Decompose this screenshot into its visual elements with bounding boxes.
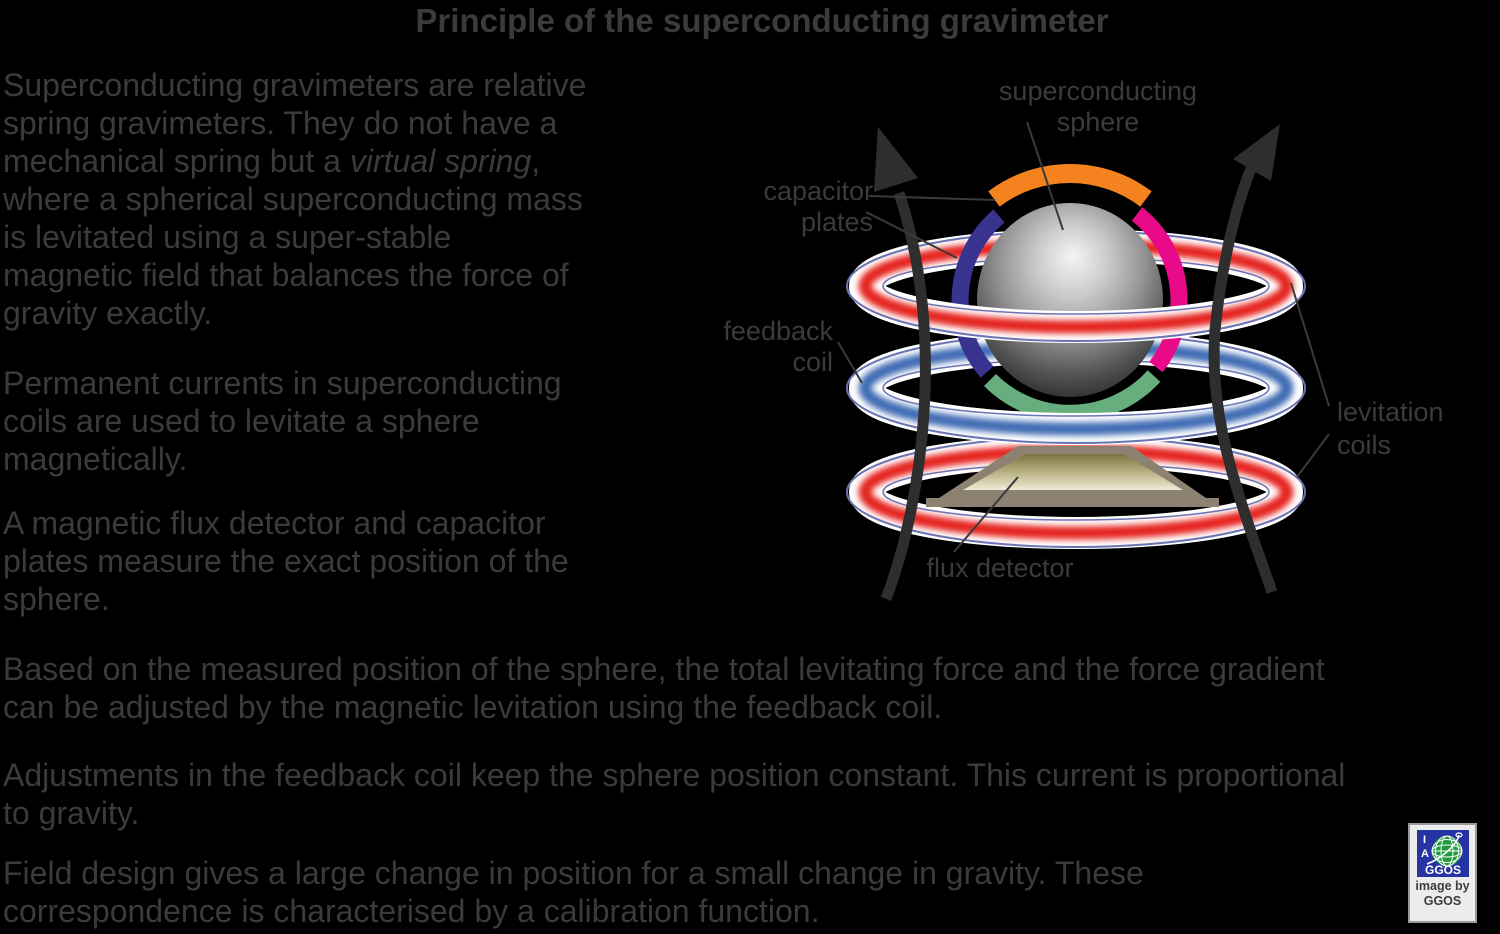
- pointer-capacitor-left: [865, 211, 958, 259]
- label-feedback-coil: feedback coil: [633, 316, 833, 378]
- field-arrow-right-head: [1233, 124, 1280, 181]
- field-arrow-left-shaft: [880, 191, 931, 601]
- pointer-levitation-top: [1290, 282, 1330, 407]
- text-line: magnetically.: [3, 441, 188, 477]
- text-segment: ,: [531, 143, 541, 179]
- field-arrow-right-shaft: [1208, 163, 1278, 594]
- label-levitation-coils: levitation coils: [1337, 396, 1500, 462]
- text-line: gravity exactly.: [3, 295, 213, 331]
- capacitor-plate-right: [1131, 207, 1188, 373]
- pointer-flux: [953, 476, 1019, 553]
- ggos-logo: I A GGOS: [1416, 830, 1469, 877]
- pointer-feedback: [837, 341, 863, 384]
- text-line: sphere.: [3, 581, 110, 617]
- logo-letter-a: A: [1421, 848, 1429, 860]
- ggos-credit-badge: I A GGOS image by GGOS: [1408, 823, 1477, 923]
- label-line: plates: [800, 207, 873, 237]
- text-line: correspondence is characterised by a cal…: [3, 893, 820, 929]
- flux-detector: [926, 446, 1219, 507]
- page-title: Principle of the superconducting gravime…: [415, 2, 1109, 39]
- paragraph-adjustments: Adjustments in the feedback coil keep th…: [3, 756, 1345, 832]
- field-line-arrows: [874, 124, 1280, 601]
- paragraph-field-design: Field design gives a large change in pos…: [3, 854, 1144, 930]
- label-flux-detector: flux detector: [926, 553, 1074, 583]
- text-line: is levitated using a super-stable: [3, 219, 452, 255]
- text-line: can be adjusted by the magnetic levitati…: [3, 689, 943, 725]
- pointer-sphere: [1026, 121, 1064, 231]
- text-line: Superconducting gravimeters are relative: [3, 67, 587, 103]
- text-line: to gravity.: [3, 795, 140, 831]
- text-line: spring gravimeters. They do not have a: [3, 105, 558, 141]
- field-arrow-left-head: [874, 127, 918, 192]
- pointer-levitation-bottom: [1296, 433, 1330, 478]
- superconducting-sphere: [977, 203, 1163, 397]
- label-superconducting-sphere: superconducting sphere: [948, 76, 1248, 138]
- text-line: Adjustments in the feedback coil keep th…: [3, 757, 1346, 793]
- label-line: coil: [792, 347, 833, 377]
- pointer-capacitor-top: [868, 195, 996, 201]
- text-line: Based on the measured position of the sp…: [3, 651, 1325, 687]
- label-line: sphere: [1056, 107, 1140, 137]
- label-line: feedback: [723, 316, 833, 346]
- capacitor-plate-top: [988, 164, 1152, 207]
- label-line: capacitor: [763, 176, 873, 206]
- text-line: magnetic field that balances the force o…: [3, 257, 569, 293]
- paragraph-flux-detector: A magnetic flux detector and capacitor p…: [3, 504, 569, 618]
- credit-line-1: image by: [1415, 879, 1470, 893]
- paragraph-intro: Superconducting gravimeters are relative…: [3, 66, 586, 332]
- text-line: where a spherical superconducting mass: [3, 181, 583, 217]
- label-capacitor-plates: capacitor plates: [633, 176, 873, 238]
- paragraph-based-on-position: Based on the measured position of the sp…: [3, 650, 1325, 726]
- text-line: A magnetic flux detector and capacitor: [3, 505, 546, 541]
- label-pointer-lines: [837, 121, 1330, 553]
- paragraph-permanent-currents: Permanent currents in superconducting co…: [3, 364, 562, 478]
- text-line: plates measure the exact position of the: [3, 543, 569, 579]
- text-line: coils are used to levitate a sphere: [3, 403, 480, 439]
- text-segment: mechanical spring but a: [3, 143, 350, 179]
- globe-icon: [1426, 832, 1463, 867]
- satellite-icon: [1454, 832, 1463, 838]
- logo-letter-i: I: [1423, 834, 1426, 846]
- text-segment-italic: virtual spring: [349, 143, 532, 179]
- capacitor-plate-left: [951, 209, 1005, 378]
- logo-ggos-text: GGOS: [1424, 863, 1460, 877]
- credit-line-2: GGOS: [1423, 894, 1462, 908]
- label-line: superconducting: [998, 76, 1198, 106]
- text-line: mechanical spring but a virtual spring,: [3, 142, 586, 180]
- label-line: coils: [1337, 430, 1392, 460]
- text-line: Permanent currents in superconducting: [3, 365, 562, 401]
- label-line: levitation: [1337, 397, 1444, 427]
- text-line: Field design gives a large change in pos…: [3, 855, 1144, 891]
